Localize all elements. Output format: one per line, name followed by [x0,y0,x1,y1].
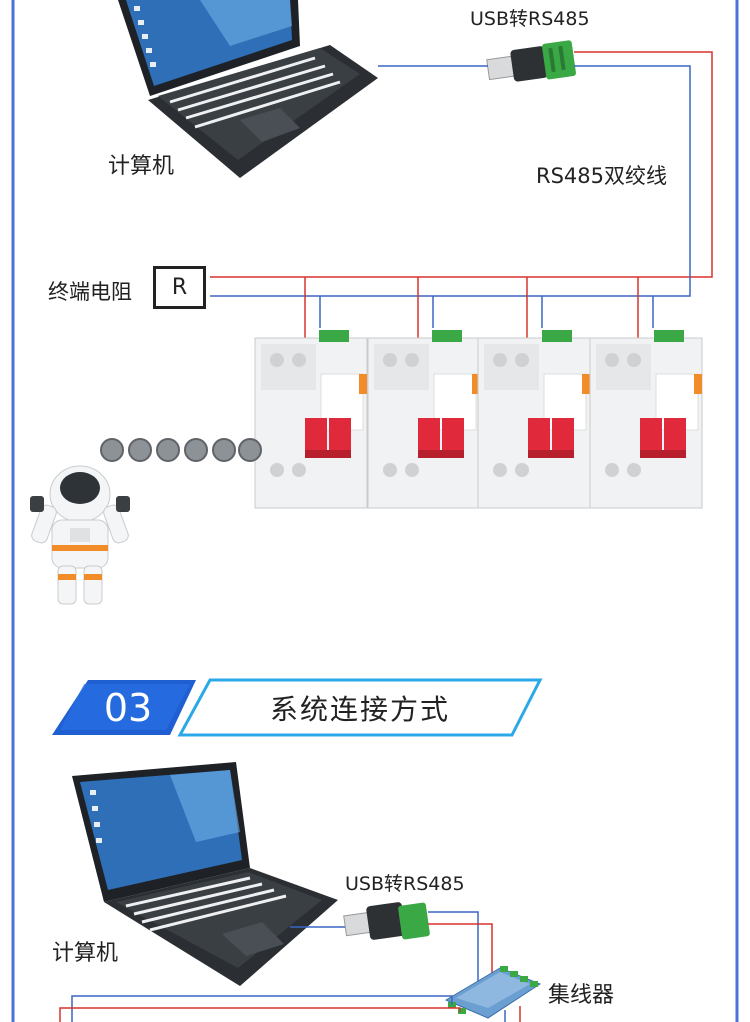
section-title: 系统连接方式 [269,693,450,726]
hub-label: 集线器 [548,983,615,1008]
continuation-dots-icon [100,438,262,462]
terminal-resistor-label: 终端电阻 [48,280,132,304]
breaker-module-3-icon [477,330,591,509]
usb-converter-label-top: USB转RS485 [470,8,590,30]
breaker-module-4-icon [589,330,703,509]
computer-label-bottom: 计算机 [52,941,119,966]
terminal-resistor-symbol: R [153,266,206,309]
section-number: 03 [103,686,153,730]
usb-converter-label-bottom: USB转RS485 [345,873,465,895]
breaker-module-2-icon [367,330,481,509]
astronaut-mascot-icon [30,465,130,605]
usb-rs485-converter-top-icon [486,40,576,82]
computer-label-top: 计算机 [108,154,175,179]
laptop-top-icon [118,0,378,178]
twisted-pair-label: RS485双绞线 [536,164,668,188]
breaker-module-1-icon [254,330,368,509]
